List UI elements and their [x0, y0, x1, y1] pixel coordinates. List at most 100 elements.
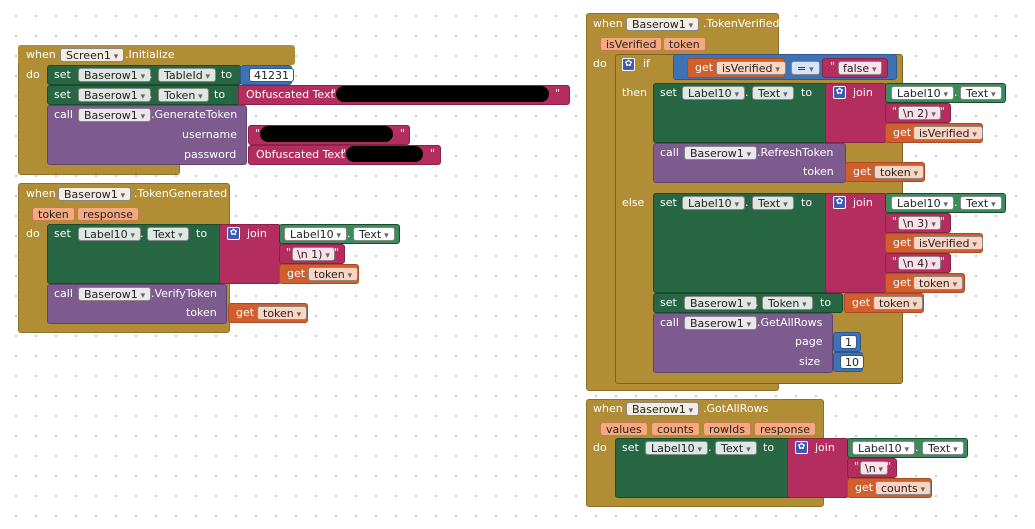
join-block[interactable] [825, 193, 887, 293]
dot: . [140, 227, 144, 240]
variable-dropdown-token[interactable]: token [874, 165, 925, 179]
component-dropdown-label10[interactable]: Label10 [284, 227, 348, 241]
dot: . [149, 88, 153, 101]
set-keyword: set [622, 441, 639, 454]
component-dropdown-label10[interactable]: Label10 [891, 86, 955, 100]
get-keyword: get [287, 267, 306, 280]
component-dropdown-label10[interactable]: Label10 [682, 86, 746, 100]
property-dropdown-text[interactable]: Text [715, 441, 757, 455]
get-keyword: get [852, 296, 871, 309]
operator-dropdown-equals[interactable]: = [791, 61, 820, 75]
component-dropdown-label10[interactable]: Label10 [852, 441, 916, 455]
text-value[interactable]: \n 3) [898, 216, 941, 230]
mutator-gear-icon[interactable]: ✿ [227, 227, 240, 240]
component-dropdown-label10[interactable]: Label10 [682, 196, 746, 210]
number-value[interactable]: 1 [840, 335, 857, 349]
token-arg-label: token [186, 306, 217, 319]
param-response[interactable]: response [754, 422, 816, 436]
text-value-false[interactable]: false [838, 61, 882, 75]
to-keyword: to [763, 441, 775, 454]
join-keyword: join [853, 196, 873, 209]
text-value[interactable]: \n 2) [898, 106, 941, 120]
mutator-gear-icon[interactable]: ✿ [833, 196, 846, 209]
number-value[interactable]: 10 [840, 355, 864, 369]
property-dropdown-text[interactable]: Text [752, 196, 794, 210]
component-dropdown-baserow1[interactable]: Baserow1 [684, 146, 758, 160]
component-dropdown-label10[interactable]: Label10 [891, 196, 955, 210]
obfuscated-text-label: Obfuscated Text [256, 148, 345, 161]
obfuscated-text-label: Obfuscated Text [246, 88, 335, 101]
component-dropdown-baserow1[interactable]: Baserow1 [58, 187, 132, 201]
property-dropdown-text[interactable]: Text [353, 227, 395, 241]
get-keyword: get [893, 236, 912, 249]
property-dropdown-text[interactable]: Text [960, 196, 1002, 210]
variable-dropdown-token[interactable]: token [308, 267, 359, 281]
page-arg-label: page [795, 335, 823, 348]
if-keyword: if [643, 57, 650, 70]
param-counts[interactable]: counts [651, 422, 700, 436]
component-dropdown-baserow1[interactable]: Baserow1 [684, 316, 758, 330]
mutator-gear-icon[interactable]: ✿ [833, 86, 846, 99]
component-dropdown-baserow1[interactable]: Baserow1 [78, 287, 152, 301]
else-keyword: else [622, 196, 645, 209]
property-dropdown-text[interactable]: Text [147, 227, 189, 241]
method-name: .GenerateToken [151, 108, 238, 121]
property-dropdown-text[interactable]: Text [752, 86, 794, 100]
to-keyword: to [801, 86, 813, 99]
component-dropdown-baserow1[interactable]: Baserow1 [78, 88, 152, 102]
mutator-gear-icon[interactable]: ✿ [622, 58, 635, 71]
param-isverified[interactable]: isVerified [600, 37, 663, 51]
dot: . [915, 441, 919, 454]
param-token[interactable]: token [663, 37, 706, 51]
join-keyword: join [815, 441, 835, 454]
variable-dropdown-counts[interactable]: counts [875, 481, 932, 495]
mutator-gear-icon[interactable]: ✿ [795, 441, 808, 454]
dot: . [755, 296, 759, 309]
variable-dropdown-token[interactable]: token [913, 276, 964, 290]
size-arg-label: size [799, 355, 821, 368]
username-arg-label: username [182, 128, 237, 141]
redacted-text [346, 146, 423, 162]
dot: . [954, 196, 958, 209]
component-dropdown-label10[interactable]: Label10 [645, 441, 709, 455]
redacted-text [336, 86, 549, 102]
property-dropdown-tableid[interactable]: TableId [158, 68, 217, 82]
get-keyword: get [236, 306, 255, 319]
number-value[interactable]: 41231 [249, 68, 294, 82]
component-dropdown-baserow1[interactable]: Baserow1 [684, 296, 758, 310]
component-dropdown-baserow1[interactable]: Baserow1 [78, 68, 152, 82]
property-dropdown-text[interactable]: Text [960, 86, 1002, 100]
param-token[interactable]: token [32, 207, 75, 221]
variable-dropdown-isverified[interactable]: isVerified [716, 61, 786, 75]
variable-dropdown-token[interactable]: token [873, 296, 924, 310]
redacted-text [260, 126, 393, 142]
component-dropdown-baserow1[interactable]: Baserow1 [626, 17, 700, 31]
set-keyword: set [54, 227, 71, 240]
variable-dropdown-isverified[interactable]: isVerified [913, 126, 983, 140]
variable-dropdown-token[interactable]: token [257, 306, 308, 320]
component-dropdown-screen1[interactable]: Screen1 [60, 48, 125, 62]
property-dropdown-token[interactable]: Token [762, 296, 813, 310]
param-response[interactable]: response [77, 207, 139, 221]
text-value[interactable]: \n [860, 461, 889, 475]
get-keyword: get [853, 165, 872, 178]
method-name: .VerifyToken [151, 287, 217, 300]
property-dropdown-text[interactable]: Text [922, 441, 964, 455]
param-values[interactable]: values [600, 422, 648, 436]
join-keyword: join [247, 227, 267, 240]
property-dropdown-token[interactable]: Token [158, 88, 209, 102]
dot: . [745, 196, 749, 209]
token-arg-label: token [803, 165, 834, 178]
dot: . [745, 86, 749, 99]
text-value[interactable]: \n 1) [292, 247, 335, 261]
to-keyword: to [221, 68, 233, 81]
component-dropdown-label10[interactable]: Label10 [78, 227, 142, 241]
call-keyword: call [660, 316, 679, 329]
text-value[interactable]: \n 4) [898, 256, 941, 270]
to-keyword: to [196, 227, 208, 240]
param-rowids[interactable]: rowIds [703, 422, 751, 436]
component-dropdown-baserow1[interactable]: Baserow1 [78, 108, 152, 122]
component-dropdown-baserow1[interactable]: Baserow1 [626, 402, 700, 416]
variable-dropdown-isverified[interactable]: isVerified [913, 236, 983, 250]
call-keyword: call [660, 146, 679, 159]
